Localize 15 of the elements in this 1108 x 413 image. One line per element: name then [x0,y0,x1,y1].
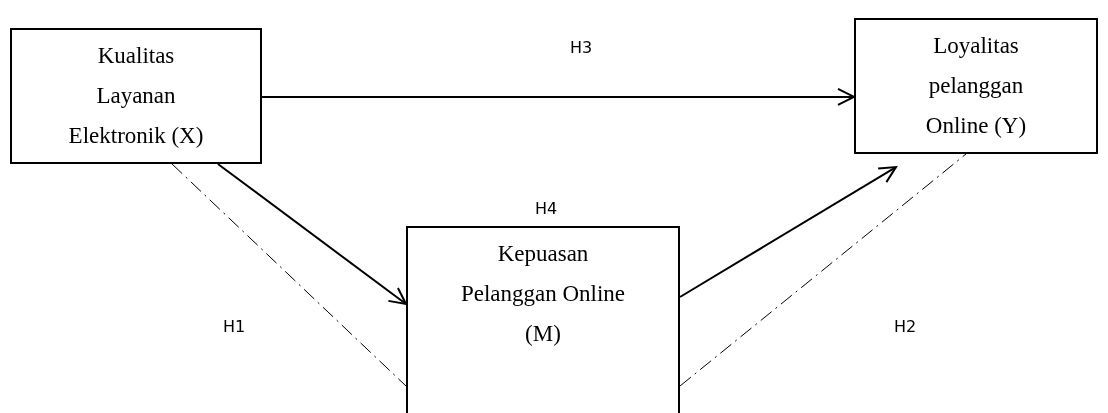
hypothesis-label: H4 [534,198,558,220]
box-label: Kepuasan Pelanggan Online (M) [459,240,627,348]
hypothesis-label: H3 [569,37,593,59]
arrow [261,87,855,106]
dash-dot-line [171,163,407,387]
variable-box [854,18,1098,154]
box-label: Loyalitas pelanggan Online (Y) [924,32,1028,140]
hypothesis-label: H2 [893,316,917,338]
dash-dot-line [679,153,967,387]
variable-box [10,28,262,164]
arrow [216,163,407,305]
variable-box [406,226,680,413]
arrow [679,166,897,298]
hypothesis-label: H1 [222,316,246,338]
box-label: Kualitas Layanan Elektronik (X) [67,42,205,150]
